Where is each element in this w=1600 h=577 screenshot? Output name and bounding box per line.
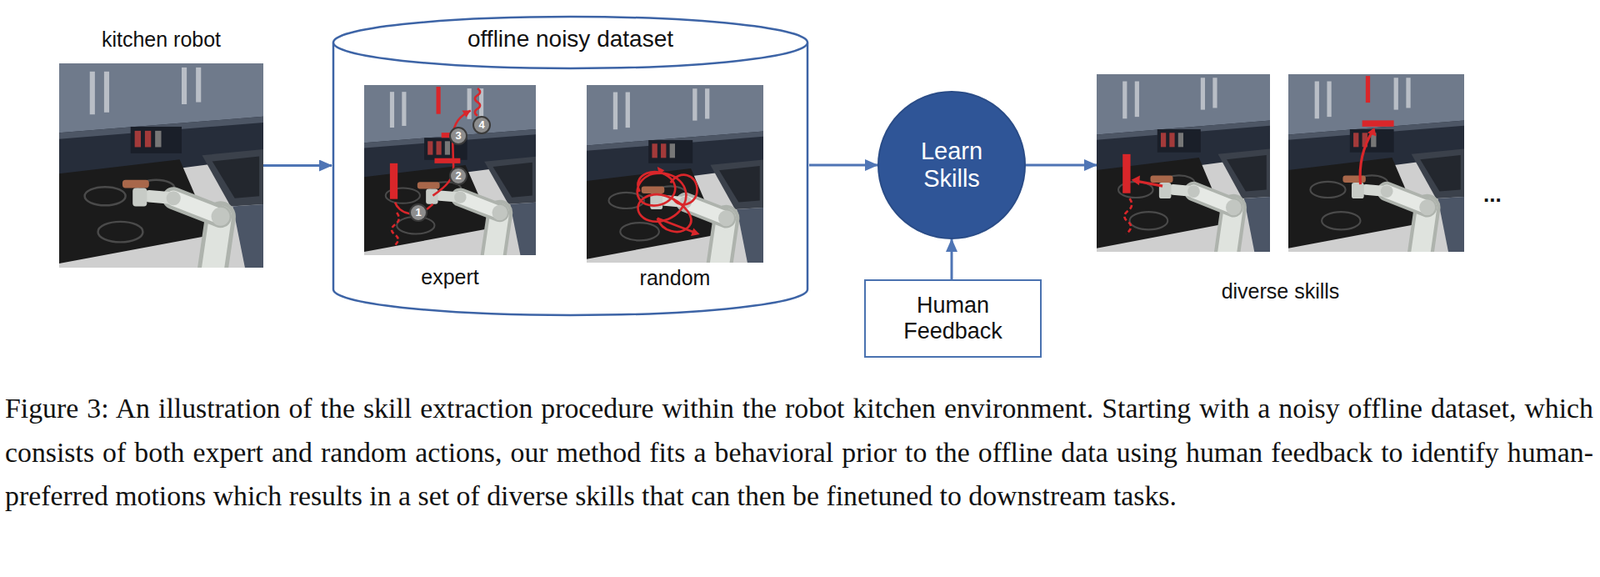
- flow-arrow: [809, 164, 878, 167]
- robot-scene-node: kitchen robot: [59, 63, 264, 268]
- kitchen-scene-illustration: [1288, 74, 1465, 252]
- image-label: expert: [420, 265, 479, 290]
- more-indicator: ...: [1483, 181, 1502, 208]
- callout-number: 1: [409, 203, 428, 222]
- kitchen-scene-illustration: [59, 63, 264, 268]
- figure-caption: Figure 3: An illustration of the skill e…: [5, 386, 1594, 519]
- process-circle: Learn Skills: [877, 90, 1026, 240]
- node-label: offline noisy dataset: [331, 25, 810, 53]
- flow-arrow: [1025, 164, 1097, 167]
- dataset-cylinder: offline noisy dataset expert 1 2 34 random: [331, 15, 810, 317]
- callout-number: 4: [472, 115, 491, 135]
- cylinder-body: [333, 42, 808, 315]
- image-label: diverse skills: [1221, 279, 1340, 304]
- input-box: Human Feedback: [864, 279, 1042, 358]
- skills-group: diverse skills: [1096, 74, 1465, 252]
- expert-scene-node: expert1234: [364, 85, 536, 255]
- kitchen-scene-illustration: [1096, 74, 1270, 252]
- random-scene-node: random: [586, 85, 764, 263]
- callout-number: 3: [449, 126, 468, 145]
- callout-number: 2: [449, 166, 468, 185]
- node-label: Human Feedback: [875, 292, 1030, 345]
- image-label: random: [640, 265, 711, 290]
- node-label: Learn Skills: [905, 137, 998, 194]
- image-label: kitchen robot: [101, 27, 221, 52]
- kitchen-scene-illustration: [586, 85, 764, 263]
- flow-arrow: [263, 164, 332, 167]
- flow-arrow: [950, 239, 954, 280]
